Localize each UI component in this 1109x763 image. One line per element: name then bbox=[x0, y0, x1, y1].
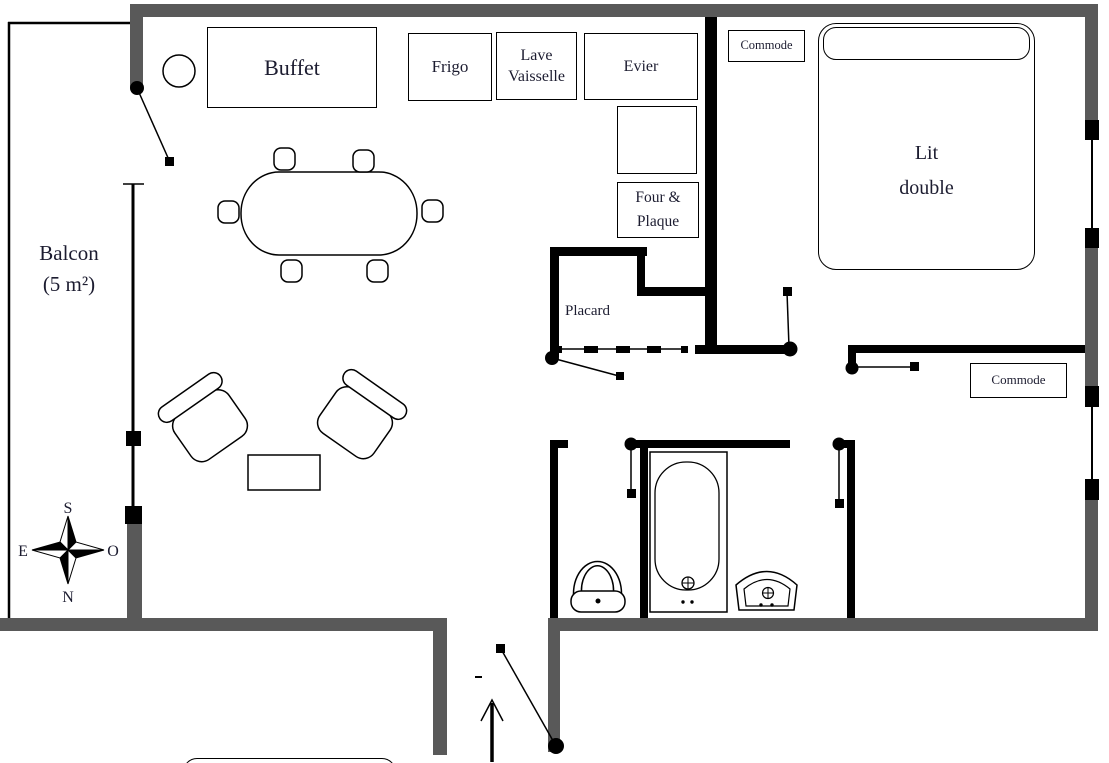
wall-bottom-left bbox=[0, 618, 447, 631]
plant-circle bbox=[162, 54, 196, 88]
placard-door bbox=[545, 351, 624, 380]
double-bed: Lit double bbox=[818, 23, 1035, 270]
dining-chair bbox=[273, 147, 296, 171]
dining-chair bbox=[217, 200, 240, 224]
corridor-wall-left bbox=[433, 618, 447, 755]
bathroom-door bbox=[624, 437, 638, 498]
wall-right-upper bbox=[1085, 4, 1098, 122]
wall-right-lower bbox=[1085, 500, 1098, 620]
dining-table bbox=[240, 171, 418, 256]
buffet-box: Buffet bbox=[207, 27, 377, 108]
compass-rose: S N E O bbox=[18, 500, 119, 606]
bath-divider-wall bbox=[640, 443, 648, 618]
armchair-right bbox=[316, 368, 408, 460]
dining-chair bbox=[366, 259, 389, 283]
placard-wall-inner-h bbox=[637, 287, 707, 296]
bathtub bbox=[649, 451, 728, 613]
oven-box: Four & Plaque bbox=[617, 182, 699, 238]
bunkroom-wall-left bbox=[847, 440, 855, 618]
placard-wall-left bbox=[550, 247, 559, 357]
bedroom-wall-stub bbox=[848, 345, 856, 368]
dining-chair bbox=[280, 259, 303, 283]
entrance-door bbox=[475, 644, 564, 754]
balcony-label: Balcon (5 m²) bbox=[39, 241, 99, 296]
wall-bottom-right bbox=[548, 618, 1098, 631]
bedroom-wall-h bbox=[848, 345, 1085, 353]
wall-left-stub bbox=[130, 4, 143, 88]
wall-left-lower bbox=[127, 524, 142, 620]
window-bunkroom-right bbox=[1085, 386, 1099, 500]
wall-right-mid bbox=[1085, 248, 1098, 388]
wc-wall-left bbox=[550, 440, 558, 618]
coffee-table bbox=[247, 454, 321, 491]
armchair-left bbox=[157, 371, 249, 463]
placard-accordion-door bbox=[555, 346, 688, 353]
commode-box-top: Commode bbox=[728, 30, 805, 62]
bunkroom-door bbox=[832, 437, 846, 508]
bedroom-right-door bbox=[845, 361, 919, 375]
bath-wall-top bbox=[626, 440, 790, 448]
wall-top bbox=[130, 4, 1098, 17]
fridge-box: Frigo bbox=[408, 33, 492, 101]
daybed: Lit Gigogne Banquette bbox=[183, 758, 396, 763]
commode-box-right: Commode bbox=[970, 363, 1067, 398]
toilet bbox=[570, 560, 626, 613]
double-bed-pillow bbox=[823, 27, 1030, 60]
kitchen-hall-wall bbox=[705, 17, 717, 353]
bunkroom-wall-stub bbox=[840, 440, 855, 448]
compass-label-e: E bbox=[18, 543, 28, 560]
balcony-window bbox=[123, 183, 144, 524]
entrance-arrow bbox=[480, 698, 504, 762]
corridor-wall-right bbox=[548, 618, 560, 752]
washbasin bbox=[735, 570, 798, 611]
outer-walls bbox=[0, 4, 1098, 755]
window-bedroom-right bbox=[1085, 120, 1099, 248]
placard-label: Placard bbox=[565, 303, 610, 319]
placard-wall-top bbox=[550, 247, 647, 256]
counter-box bbox=[617, 106, 697, 174]
dining-table-group bbox=[217, 147, 444, 283]
hall-door bbox=[782, 287, 798, 357]
compass-label-n: N bbox=[62, 589, 74, 606]
placard-wall-inner-v bbox=[637, 250, 645, 290]
dining-chair bbox=[421, 199, 444, 223]
balcony-outline bbox=[7, 21, 130, 618]
dining-chair bbox=[352, 149, 375, 173]
compass-label-s: S bbox=[64, 500, 73, 517]
dishwasher-box: Lave Vaisselle bbox=[496, 32, 577, 100]
interior-walls bbox=[550, 17, 1085, 618]
wc-wall-stub bbox=[550, 440, 568, 448]
compass-label-o: O bbox=[107, 543, 119, 560]
hall-wall-h bbox=[695, 345, 790, 354]
balcony-door bbox=[130, 81, 174, 166]
sink-box: Evier bbox=[584, 33, 698, 100]
